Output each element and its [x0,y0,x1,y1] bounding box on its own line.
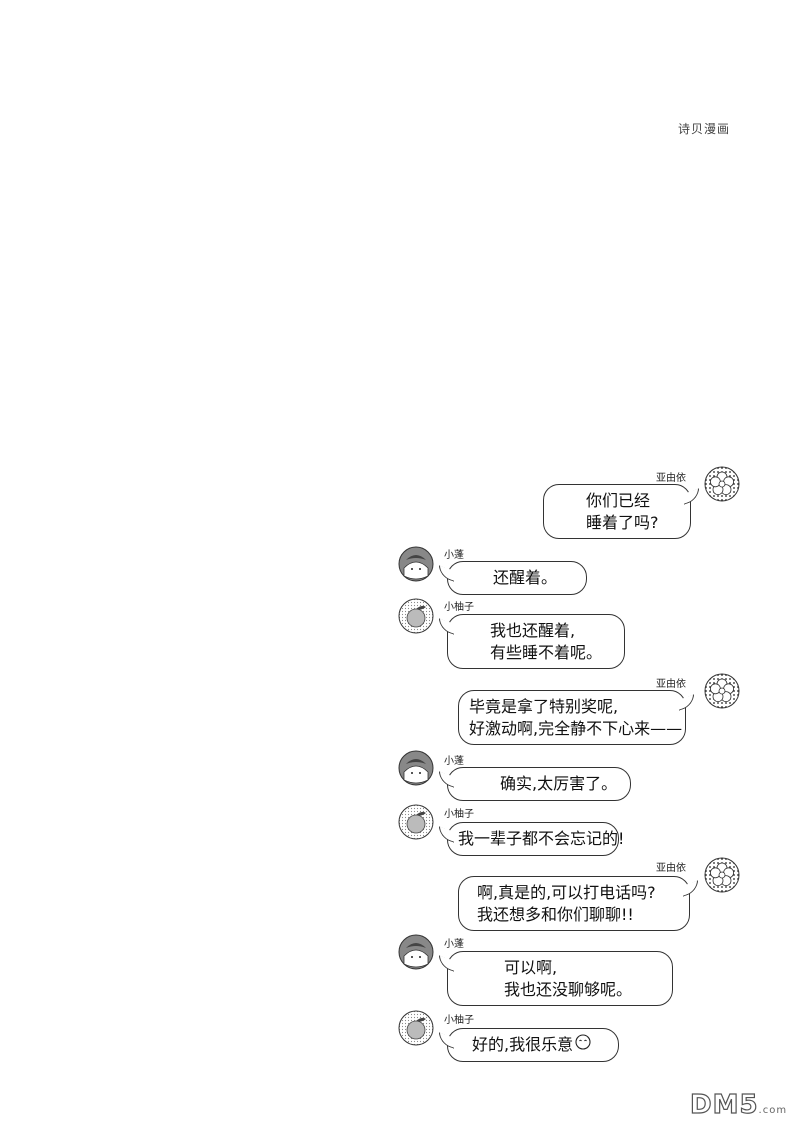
message-bubble: 好的,我很乐意 [447,1028,619,1062]
citrus-avatar-icon [398,598,434,634]
sender-name: 小柚子 [444,1015,474,1026]
message-bubble: 我也还醒着, 有些睡不着呢。 [447,614,625,669]
citrus-avatar-icon [398,1010,434,1046]
sender-name: 小蓬 [444,756,464,767]
message-bubble: 你们已经 睡着了吗? [543,484,691,539]
pompadour-avatar-icon [398,934,434,970]
sender-name: 小柚子 [444,602,474,613]
sender-name: 亚由依 [656,679,686,690]
message-bubble: 我一辈子都不会忘记的! [447,822,625,856]
message-bubble: 毕竟是拿了特别奖呢, 好激动啊,完全静不下心来—— [458,690,686,745]
message-line: 我一辈子都不会忘记的! [458,829,625,848]
message-line: 有些睡不着呢。 [490,642,603,662]
message-line: 睡着了吗? [586,512,659,532]
sender-name: 小蓬 [444,939,464,950]
message-line: 我也还醒着, [490,620,576,640]
site-logo: DM5.com [689,1089,788,1120]
message-bubble: 确实,太厉害了。 [447,767,631,801]
message-line: 我也还没聊够呢。 [504,979,633,999]
message-line: 还醒着。 [493,568,558,587]
message-line: 确实,太厉害了。 [500,774,618,793]
message-bubble: 还醒着。 [447,561,587,595]
smile-emoji-icon [575,1034,591,1056]
pompadour-avatar-icon [398,546,434,582]
sender-name: 亚由依 [656,473,686,484]
logo-text: DM5 [689,1089,759,1120]
flower-avatar-icon [704,857,740,893]
citrus-avatar-icon [398,804,434,840]
pompadour-avatar-icon [398,750,434,786]
sender-name: 小蓬 [444,550,464,561]
message-line: 好激动啊,完全静不下心来—— [469,718,683,738]
credit-text: 诗贝漫画 [678,122,731,136]
message-line: 毕竟是拿了特别奖呢, [469,696,619,716]
message-bubble: 啊,真是的,可以打电话吗? 我还想多和你们聊聊!! [458,876,690,931]
message-bubble: 可以啊, 我也还没聊够呢。 [447,951,673,1006]
message-line: 可以啊, [504,957,558,977]
message-line: 啊,真是的,可以打电话吗? [477,882,656,902]
sender-name: 小柚子 [444,809,474,820]
flower-avatar-icon [704,673,740,709]
sender-name: 亚由依 [656,863,686,874]
message-line: 你们已经 [586,490,651,510]
logo-suffix: .com [758,1105,788,1116]
flower-avatar-icon [704,466,740,502]
message-line: 我还想多和你们聊聊!! [477,904,634,924]
message-line: 好的,我很乐意 [472,1035,574,1054]
